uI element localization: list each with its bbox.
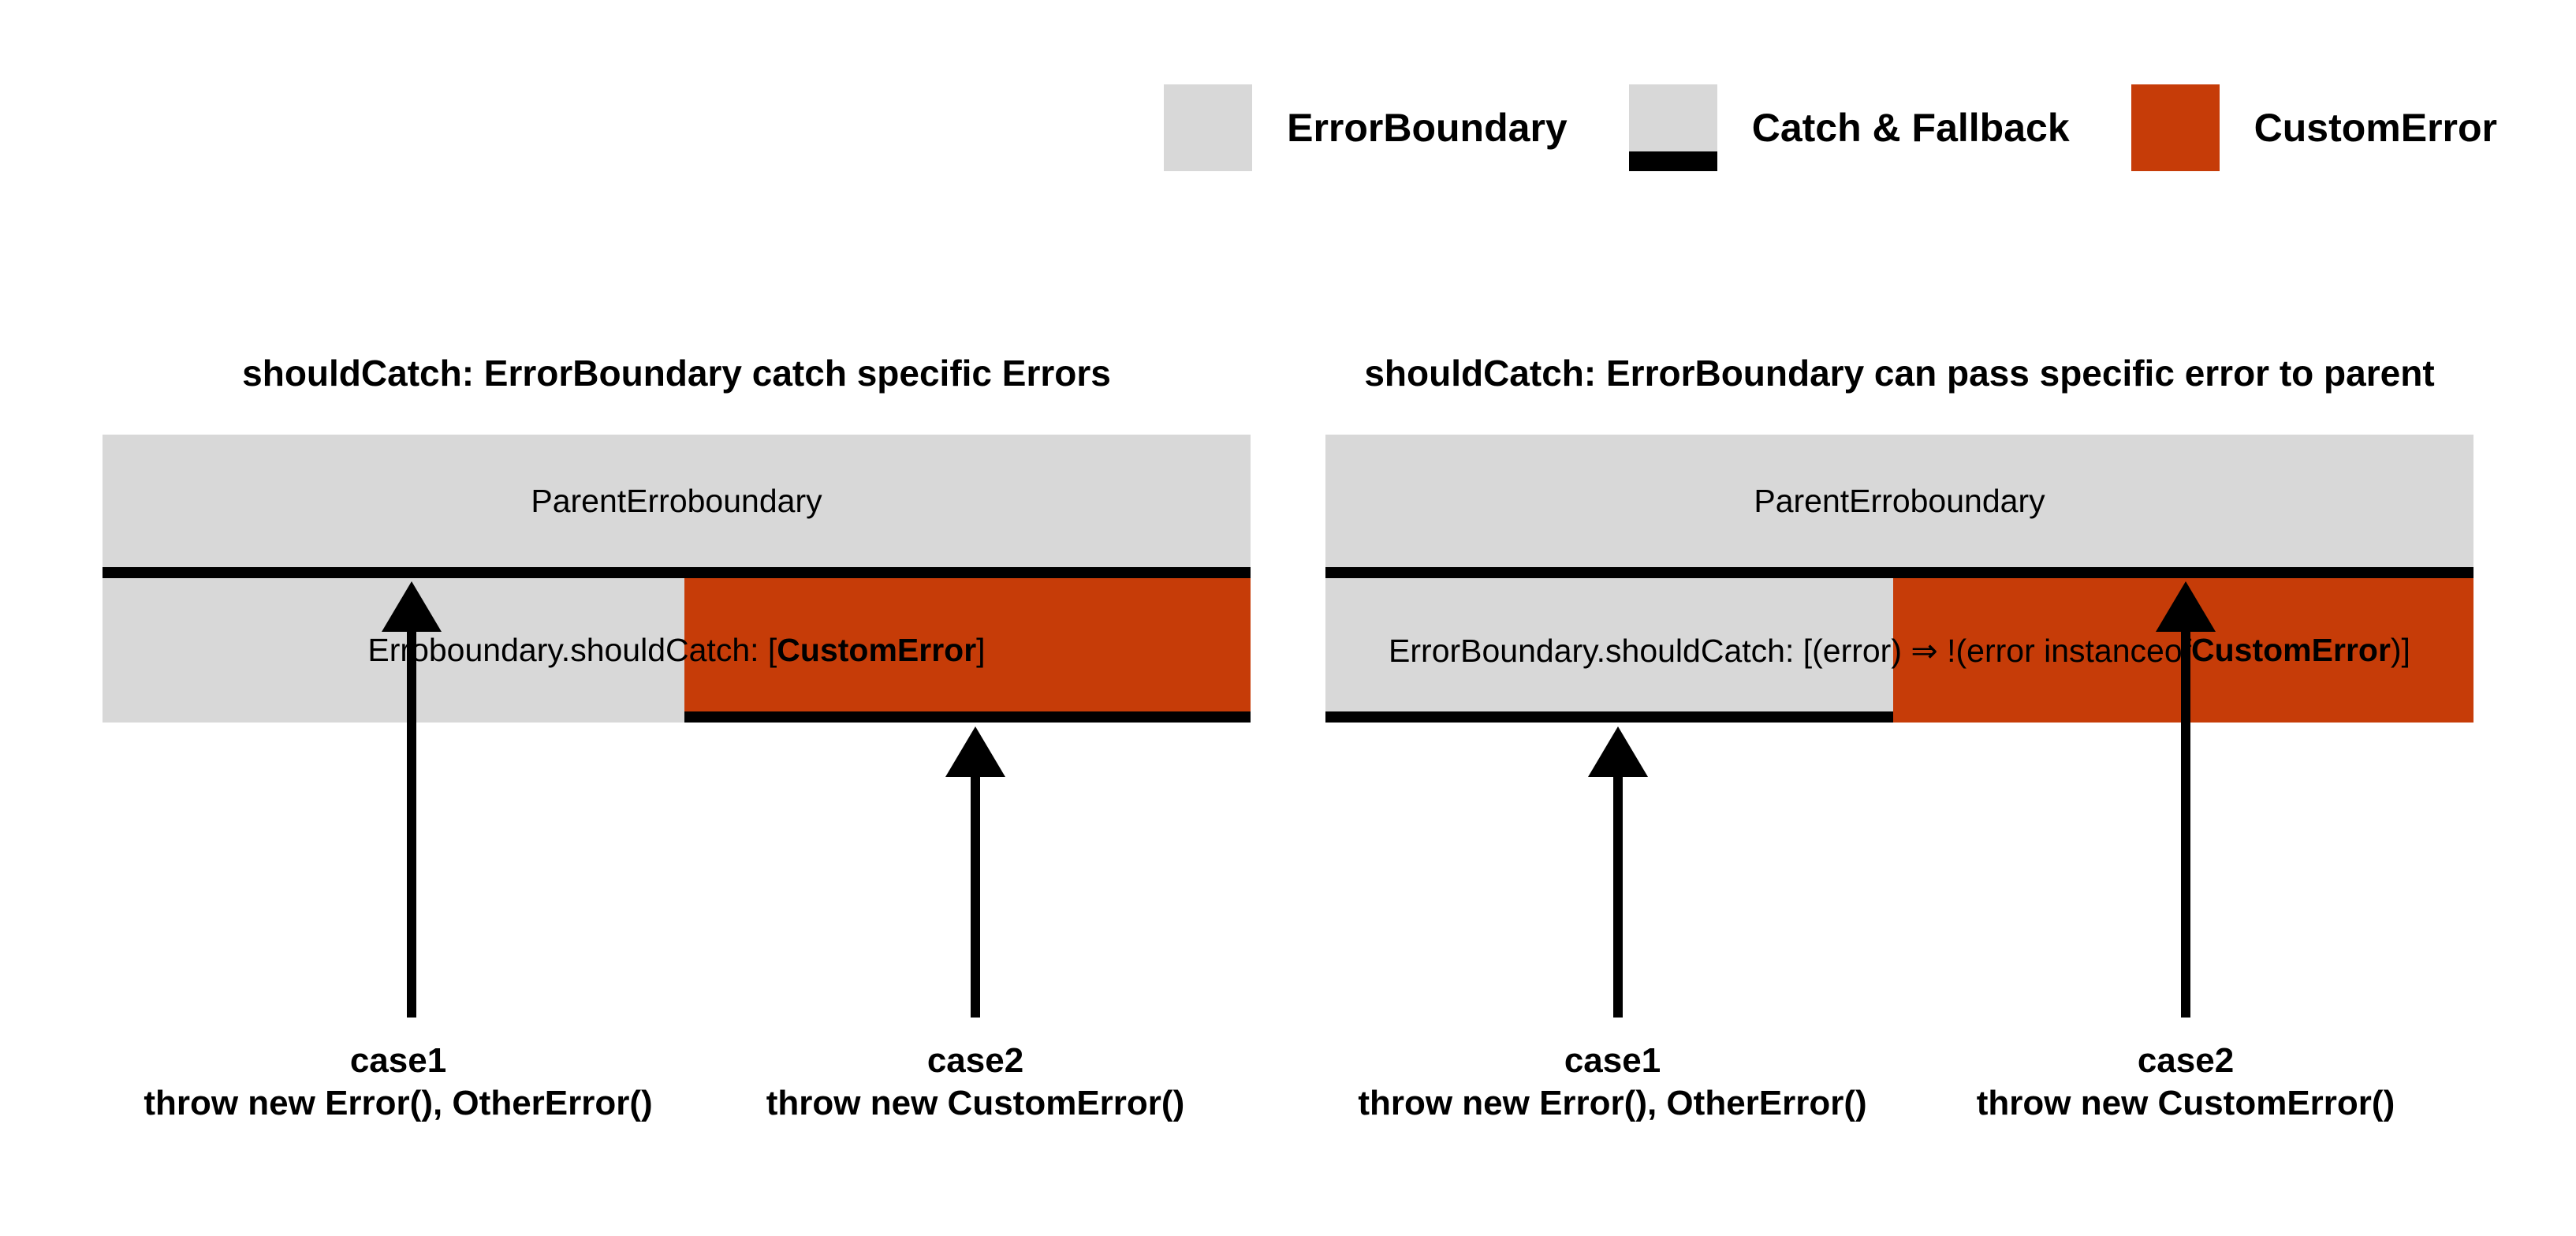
rule-bold-text: CustomError xyxy=(2191,632,2391,668)
child-errorboundary-bar: Erroboundary.shouldCatch: [CustomError] xyxy=(103,578,1251,723)
parent-errorboundary-bar: ParentErroboundary xyxy=(1325,435,2473,578)
case1-label: case1 throw new Error(), OtherError() xyxy=(43,1040,753,1125)
case-code: throw new Error(), OtherError() xyxy=(1358,1084,1867,1122)
case-code: throw new CustomError() xyxy=(766,1084,1185,1122)
errorboundary-swatch xyxy=(1164,84,1253,171)
arrow-up-icon xyxy=(382,581,442,632)
case-name: case2 xyxy=(926,1041,1024,1080)
case-code: throw new Error(), OtherError() xyxy=(144,1084,653,1122)
rule-text: Erroboundary.shouldCatch: [ xyxy=(367,632,777,668)
rule-text: )] xyxy=(2390,632,2410,668)
legend-label: CustomError xyxy=(2254,106,2497,150)
legend-label: ErrorBoundary xyxy=(1287,106,1568,150)
case1-label: case1 throw new Error(), OtherError() xyxy=(1258,1040,1967,1125)
customerror-swatch xyxy=(2131,84,2220,171)
arrow-stem xyxy=(971,774,980,1018)
parent-errorboundary-label: ParentErroboundary xyxy=(1754,482,2045,519)
legend-label: Catch & Fallback xyxy=(1751,106,2070,150)
rule-bold-text: CustomError xyxy=(777,632,977,668)
legend-item-errorboundary: ErrorBoundary xyxy=(1164,84,1568,171)
case2-label: case2 throw new CustomError() xyxy=(1831,1040,2541,1125)
arrow-up-icon xyxy=(2156,581,2216,632)
case-name: case2 xyxy=(2137,1041,2235,1080)
customerror-catch-segment xyxy=(684,578,1251,723)
parent-errorboundary-label: ParentErroboundary xyxy=(531,482,822,519)
rule-text: ] xyxy=(976,632,986,668)
catch-fallback-swatch xyxy=(1628,84,1717,171)
case-code: throw new CustomError() xyxy=(1976,1084,2395,1122)
legend-item-customerror: CustomError xyxy=(2131,84,2497,171)
arrow-up-icon xyxy=(1588,726,1648,777)
case2-label: case2 throw new CustomError() xyxy=(621,1040,1330,1125)
case-name: case1 xyxy=(349,1041,447,1080)
rule-text: ErrorBoundary.shouldCatch: [(error) ⇒ !(… xyxy=(1389,632,2192,669)
should-catch-rule: ErrorBoundary.shouldCatch: [(error) ⇒ !(… xyxy=(1325,578,2473,723)
arrow-up-icon xyxy=(945,726,1005,777)
arrow-stem xyxy=(2181,629,2190,1018)
legend-item-catch-fallback: Catch & Fallback xyxy=(1628,84,2070,171)
arrow-stem xyxy=(1613,774,1623,1018)
parent-errorboundary-bar: ParentErroboundary xyxy=(103,435,1251,578)
catch-segment xyxy=(1325,578,1893,723)
panel-title: shouldCatch: ErrorBoundary can pass spec… xyxy=(1364,353,2435,394)
legend: ErrorBoundary Catch & Fallback CustomErr… xyxy=(1164,84,2497,171)
should-catch-rule: Erroboundary.shouldCatch: [CustomError] xyxy=(103,578,1251,723)
case-name: case1 xyxy=(1564,1041,1661,1080)
arrow-stem xyxy=(407,629,416,1018)
child-errorboundary-bar: ErrorBoundary.shouldCatch: [(error) ⇒ !(… xyxy=(1325,578,2473,723)
panel-title: shouldCatch: ErrorBoundary catch specifi… xyxy=(242,353,1111,394)
